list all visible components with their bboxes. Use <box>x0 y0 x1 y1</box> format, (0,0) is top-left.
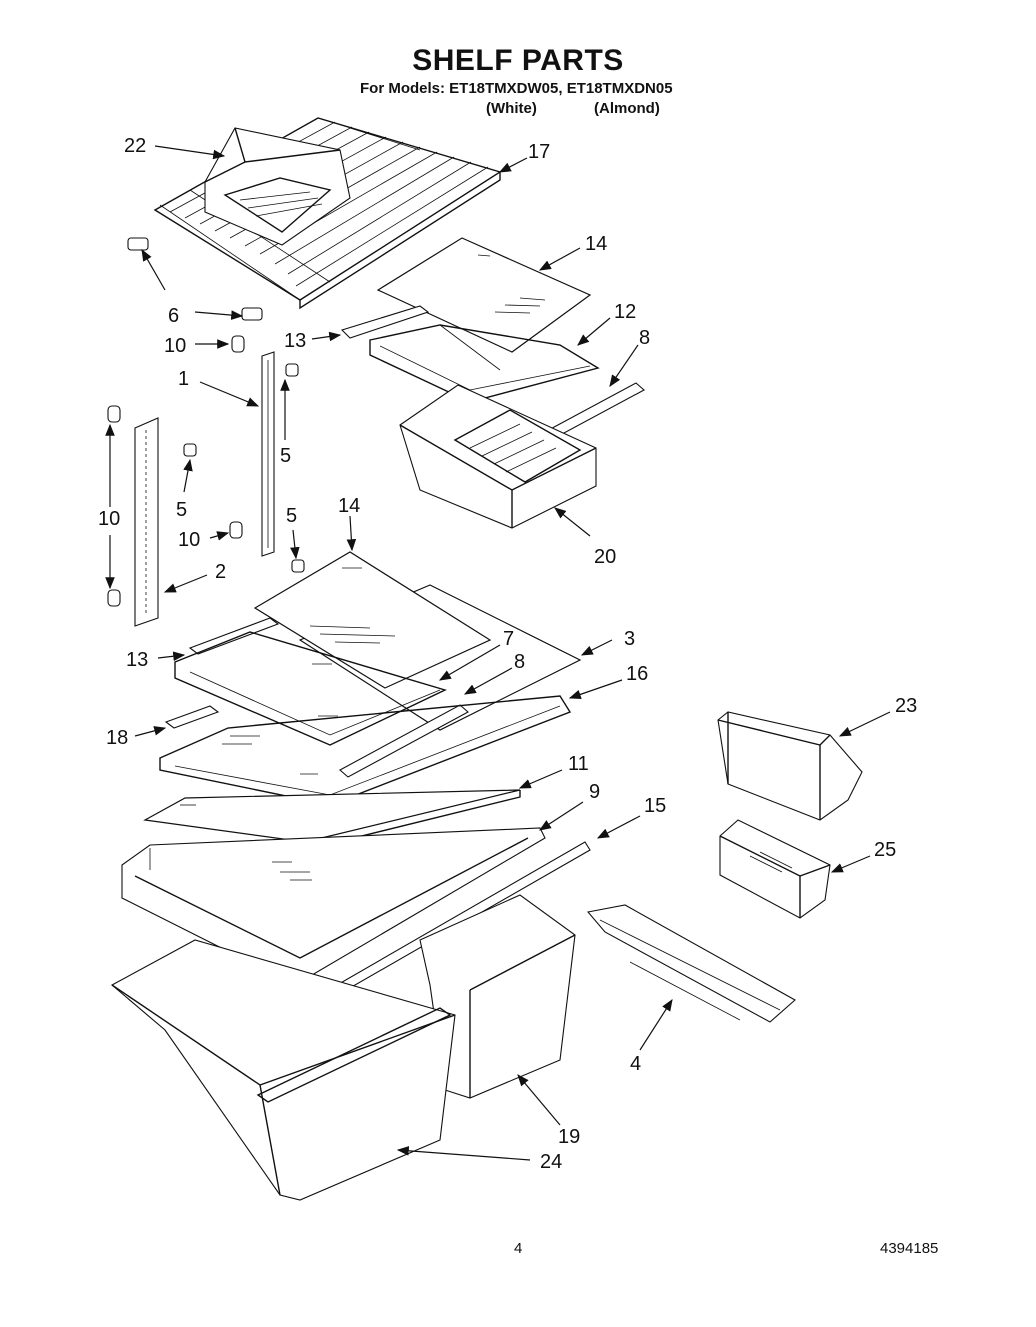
callout-7: 7 <box>503 628 514 650</box>
callout-17: 17 <box>528 141 550 163</box>
callout-10b: 10 <box>98 508 120 530</box>
page-title: SHELF PARTS <box>412 44 624 77</box>
door-bin-25 <box>719 819 831 919</box>
variant-white-label: (White) <box>486 100 537 117</box>
callout-10a: 10 <box>164 335 186 357</box>
callout-11: 11 <box>568 753 589 775</box>
callout-22: 22 <box>124 135 146 157</box>
trim-18 <box>164 705 220 729</box>
callout-16: 16 <box>626 663 648 685</box>
trim-8-middle <box>339 704 469 778</box>
callout-10c: 10 <box>178 529 200 551</box>
callout-8-upper: 8 <box>639 327 650 349</box>
trim-13-middle <box>188 617 280 655</box>
crisper-drawer-19 <box>419 894 576 1099</box>
document-number: 4394185 <box>880 1240 939 1257</box>
callout-2: 2 <box>215 561 226 583</box>
callout-1: 1 <box>178 368 189 390</box>
trim-13-upper <box>340 305 430 339</box>
shelf-frame-16 <box>159 695 572 806</box>
callout-5b: 5 <box>176 499 187 521</box>
cap-10d <box>107 589 121 607</box>
shelf-ladder-2 <box>134 417 159 627</box>
models-line: For Models: ET18TMXDW05, ET18TMXDN05 <box>360 80 673 97</box>
cap-10b <box>107 405 121 423</box>
end-cap-6b <box>241 307 263 321</box>
callout-14-upper: 14 <box>585 233 607 255</box>
shelf-ladder-1 <box>261 351 275 557</box>
callout-20: 20 <box>594 546 616 568</box>
callout-18: 18 <box>106 727 128 749</box>
glass-shelf-14-middle <box>253 551 492 689</box>
crisper-drawer-24 <box>111 939 456 1201</box>
callout-3: 3 <box>624 628 635 650</box>
callout-4: 4 <box>630 1053 641 1075</box>
slide-bracket-4 <box>586 904 796 1023</box>
callout-5a: 5 <box>280 445 291 467</box>
end-cap-6a <box>127 237 149 251</box>
callout-13-middle: 13 <box>126 649 148 671</box>
callout-24: 24 <box>540 1151 562 1173</box>
crisper-pan-20 <box>399 384 597 529</box>
glass-shelf-14-upper <box>376 237 592 353</box>
callout-15: 15 <box>644 795 666 817</box>
callout-5c: 5 <box>286 505 297 527</box>
callout-8-middle: 8 <box>514 651 525 673</box>
callout-19: 19 <box>558 1126 580 1148</box>
callout-12: 12 <box>614 301 636 323</box>
callout-23: 23 <box>895 695 917 717</box>
screw-5c <box>291 559 305 573</box>
callout-25: 25 <box>874 839 896 861</box>
callout-14-middle: 14 <box>338 495 360 517</box>
part-callouts: 22 17 14 6 13 12 8 10 1 5 10 5 10 5 20 2… <box>98 135 917 1173</box>
cap-10a <box>231 335 245 353</box>
page-number: 4 <box>514 1240 523 1257</box>
glass-shelf-11 <box>143 789 521 851</box>
screw-5b <box>183 443 197 457</box>
crisper-cover-9 <box>121 827 546 986</box>
screw-5a <box>285 363 299 377</box>
basket-22 <box>204 127 351 246</box>
callout-13-upper: 13 <box>284 330 306 352</box>
shelf-frame-7 <box>174 631 447 746</box>
cap-10c <box>229 521 243 539</box>
door-bin-23 <box>717 711 863 821</box>
callout-6: 6 <box>168 305 179 327</box>
leader-lines <box>105 145 891 1161</box>
callout-9: 9 <box>589 781 600 803</box>
variant-almond-label: (Almond) <box>594 100 660 117</box>
